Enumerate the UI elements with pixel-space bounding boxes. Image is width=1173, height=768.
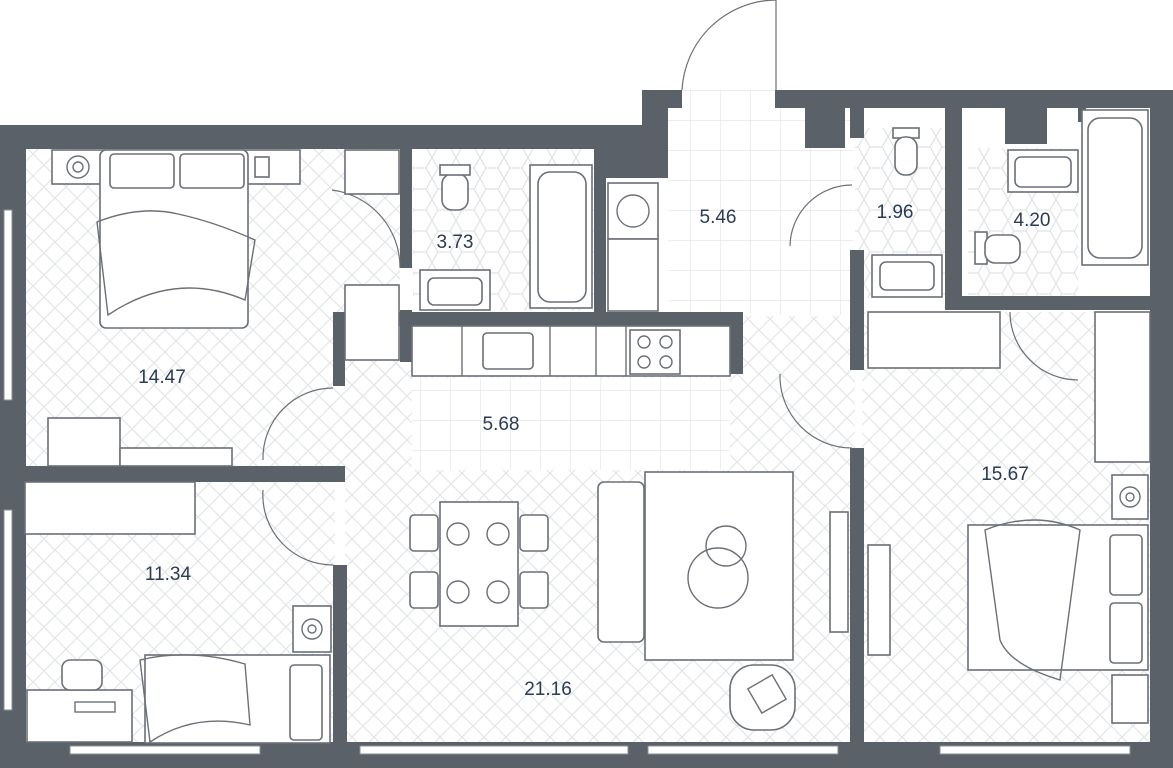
laundry <box>607 182 659 312</box>
room-area-bathroom-1: 3.73 <box>437 232 474 253</box>
bedroom-1-furniture <box>47 149 400 467</box>
room-area-living-room: 21.16 <box>524 679 572 700</box>
room-area-hallway: 5.46 <box>700 207 737 228</box>
room-area-bedroom-1: 14.47 <box>138 367 186 388</box>
room-labels: 14.47 11.34 3.73 5.46 1.96 4.20 5.68 21.… <box>138 202 1050 700</box>
living-room-furniture <box>409 471 891 731</box>
wc-fixtures <box>871 127 943 298</box>
kitchen-counter <box>411 325 731 377</box>
bedroom-3-furniture <box>867 311 1151 724</box>
room-area-bathroom-2: 4.20 <box>1014 210 1051 231</box>
windows <box>3 209 1131 755</box>
doors <box>262 0 1079 566</box>
room-area-bedroom-3: 15.67 <box>981 464 1029 485</box>
bathroom-2-fixtures <box>974 109 1149 266</box>
room-area-kitchen: 5.68 <box>483 414 520 435</box>
room-area-wc: 1.96 <box>877 202 914 223</box>
room-area-bedroom-2: 11.34 <box>145 564 192 585</box>
bathroom-1-fixtures <box>419 164 593 311</box>
bedroom-2-furniture <box>24 481 332 744</box>
